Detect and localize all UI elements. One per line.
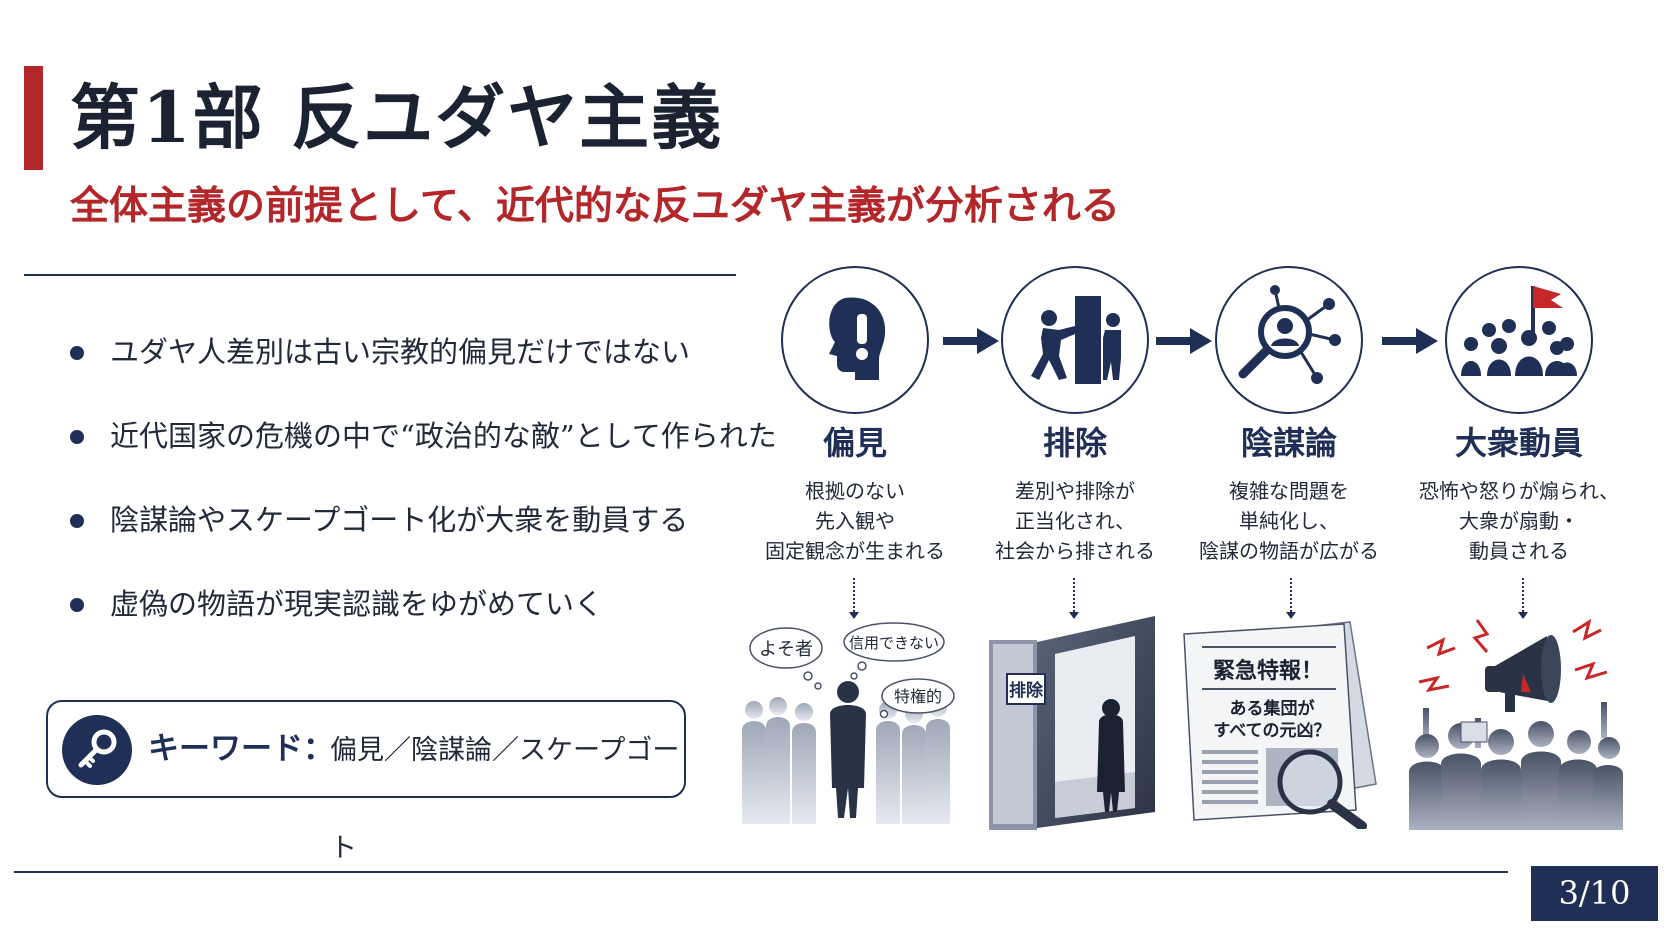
keyword-label: キーワード：	[148, 731, 334, 767]
bullet-text: 近代国家の危機の中で“政治的な敵”として作られた	[110, 419, 777, 453]
mobilization-megaphone-illustration	[1409, 618, 1623, 830]
step-circle-conspiracy	[1215, 266, 1363, 414]
page-title: 第1部 反ユダヤ主義	[70, 76, 724, 159]
arrow-right-icon	[1382, 328, 1438, 354]
page-number-badge: 3/10	[1531, 866, 1658, 921]
bullet-dot-icon	[70, 514, 84, 528]
footer-divider	[14, 871, 1508, 873]
newspaper-subline: すべての元凶？	[1213, 721, 1330, 741]
dotted-arrow-down	[1286, 578, 1296, 619]
dotted-arrow-down	[1518, 578, 1528, 619]
bubble-text: 信用できない	[849, 634, 939, 652]
title-accent-bar	[24, 66, 43, 170]
push-out-icon	[1031, 296, 1121, 384]
step-desc-line: 陰謀の物語が広がる	[1199, 539, 1379, 563]
page-subtitle: 全体主義の前提として、近代的な反ユダヤ主義が分析される	[70, 183, 1120, 229]
magnifier-network-icon	[1238, 285, 1341, 384]
step-desc-line: 根拠のない	[805, 479, 905, 503]
bullet-item: 近代国家の危機の中で“政治的な敵”として作られた	[62, 394, 777, 478]
bullet-dot-icon	[70, 346, 84, 360]
arrow-right-icon	[1156, 328, 1212, 354]
bullet-item: ユダヤ人差別は古い宗教的偏見だけではない	[62, 310, 777, 394]
arrow-right-icon	[943, 328, 999, 354]
dotted-arrow-down	[849, 578, 859, 619]
step-desc-exclusion: 差別や排除が 正当化され、 社会から排される	[970, 476, 1180, 566]
bullet-dot-icon	[70, 598, 84, 612]
step-title-mobilization: 大衆動員	[1454, 424, 1583, 462]
bubble-text: 特権的	[894, 687, 942, 706]
key-icon	[62, 715, 132, 785]
step-desc-line: 社会から排される	[995, 539, 1155, 563]
step-desc-line: 動員される	[1469, 539, 1569, 563]
newspaper-subline: ある集団が	[1230, 698, 1315, 719]
step-desc-line: 単純化し、	[1239, 509, 1339, 533]
step-desc-prejudice: 根拠のない 先入観や 固定観念が生まれる	[750, 476, 960, 566]
step-circle-mobilization	[1445, 266, 1593, 414]
step-circle-exclusion	[1001, 266, 1149, 414]
bullet-item: 虚偽の物語が現実認識をゆがめていく	[62, 562, 777, 646]
exclusion-scene-illustration: 排除	[989, 616, 1155, 830]
step-desc-line: 先入観や	[815, 509, 895, 533]
bullet-text: 陰謀論やスケープゴート化が大衆を動員する	[110, 503, 689, 537]
step-desc-line: 正当化され、	[1014, 509, 1136, 533]
step-title-exclusion: 排除	[1042, 424, 1107, 462]
bullet-list: ユダヤ人差別は古い宗教的偏見だけではない 近代国家の危機の中で“政治的な敵”とし…	[62, 310, 777, 646]
step-desc-line: 複雑な問題を	[1229, 479, 1349, 503]
prejudice-scene-illustration: よそ者 信用できない 特権的	[742, 622, 955, 824]
bullet-text: ユダヤ人差別は古い宗教的偏見だけではない	[110, 335, 691, 369]
conspiracy-newspaper-illustration: 緊急特報！ ある集団が すべての元凶？	[1183, 621, 1377, 829]
step-title-conspiracy: 陰謀論	[1240, 424, 1337, 462]
head-exclamation-icon	[829, 297, 886, 380]
step-circle-prejudice	[781, 266, 929, 414]
bullet-dot-icon	[70, 430, 84, 444]
step-title-prejudice: 偏見	[822, 424, 887, 462]
step-desc-line: 大衆が扇動・	[1459, 509, 1579, 533]
step-desc-conspiracy: 複雑な問題を 単純化し、 陰謀の物語が広がる	[1184, 476, 1394, 566]
bullet-item: 陰謀論やスケープゴート化が大衆を動員する	[62, 478, 777, 562]
keyword-box: キーワード： 偏見／陰謀論／スケープゴート	[46, 700, 686, 864]
step-desc-line: 差別や排除が	[1015, 479, 1135, 503]
dotted-arrow-down	[1069, 578, 1079, 619]
step-desc-line: 固定観念が生まれる	[765, 539, 945, 563]
bubble-text: よそ者	[759, 639, 813, 660]
crowd-flag-icon	[1461, 286, 1577, 376]
step-desc-line: 恐怖や怒りが煽られ、	[1418, 479, 1620, 503]
newspaper-headline: 緊急特報！	[1213, 658, 1323, 684]
title-divider	[24, 274, 736, 276]
exclusion-sign-text: 排除	[1009, 680, 1044, 701]
keyword-value: 偏見／陰謀論／スケープゴート	[330, 735, 680, 864]
bullet-text: 虚偽の物語が現実認識をゆがめていく	[110, 587, 604, 621]
step-desc-mobilization: 恐怖や怒りが煽られ、 大衆が扇動・ 動員される	[1414, 476, 1624, 566]
